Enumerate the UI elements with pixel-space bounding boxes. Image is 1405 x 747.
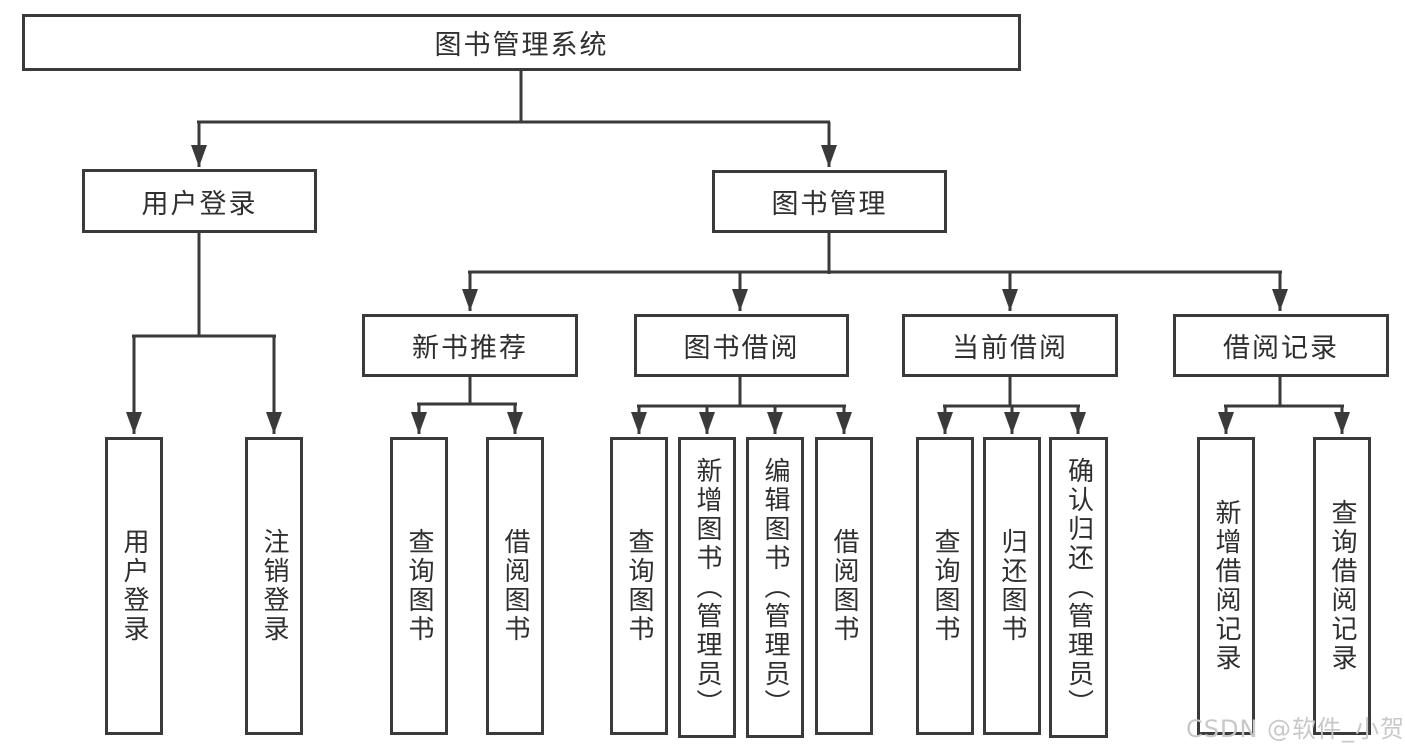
leaf-query-books: 查询图书 <box>390 437 448 735</box>
leaf-logout: 注销登录 <box>245 437 303 735</box>
leaf-add-book-admin: 新增图书（管理员） <box>678 437 736 738</box>
node-label: 图书借阅 <box>683 333 800 364</box>
node-new-book-recommendation: 新书推荐 <box>362 314 578 377</box>
node-library-management-system: 图书管理系统 <box>22 14 1021 71</box>
node-label: 编辑图书（管理员） <box>760 457 790 718</box>
node-label: 查询图书 <box>624 528 654 644</box>
node-user-login: 用户登录 <box>82 169 317 233</box>
node-label: 新增图书（管理员） <box>692 457 722 718</box>
leaf-query-books: 查询图书 <box>610 437 668 735</box>
node-book-borrowing: 图书借阅 <box>634 314 849 377</box>
leaf-user-login: 用户登录 <box>105 437 163 735</box>
node-label: 借阅图书 <box>500 528 530 644</box>
node-label: 用户登录 <box>141 188 258 220</box>
node-label: 借阅记录 <box>1223 333 1339 364</box>
leaf-borrow-books: 借阅图书 <box>815 437 873 735</box>
leaf-confirm-return-admin: 确认归还（管理员） <box>1049 437 1108 738</box>
node-borrowing-records: 借阅记录 <box>1173 314 1389 377</box>
node-label: 借阅图书 <box>829 528 859 644</box>
node-label: 新书推荐 <box>412 333 528 364</box>
node-label: 注销登录 <box>259 528 289 644</box>
leaf-return-books: 归还图书 <box>983 437 1041 735</box>
leaf-query-borrow-record: 查询借阅记录 <box>1313 437 1371 735</box>
node-label: 查询图书 <box>930 528 960 644</box>
leaf-add-borrow-record: 新增借阅记录 <box>1197 437 1255 735</box>
node-label: 图书管理 <box>771 189 888 220</box>
node-label: 确认归还（管理员） <box>1063 457 1094 718</box>
node-current-borrowing: 当前借阅 <box>902 314 1118 377</box>
node-book-management: 图书管理 <box>712 170 947 233</box>
node-label: 用户登录 <box>119 528 149 644</box>
node-label: 新增借阅记录 <box>1211 499 1241 673</box>
leaf-borrow-books: 借阅图书 <box>486 437 544 735</box>
node-label: 图书管理系统 <box>434 30 609 61</box>
leaf-query-books: 查询图书 <box>916 437 974 735</box>
leaf-edit-book-admin: 编辑图书（管理员） <box>746 437 804 738</box>
csdn-watermark: CSDN @软件_小贺同学 <box>1186 715 1405 743</box>
node-label: 归还图书 <box>997 528 1027 644</box>
node-label: 查询图书 <box>404 528 434 644</box>
node-label: 当前借阅 <box>952 333 1068 364</box>
node-label: 查询借阅记录 <box>1327 499 1357 673</box>
